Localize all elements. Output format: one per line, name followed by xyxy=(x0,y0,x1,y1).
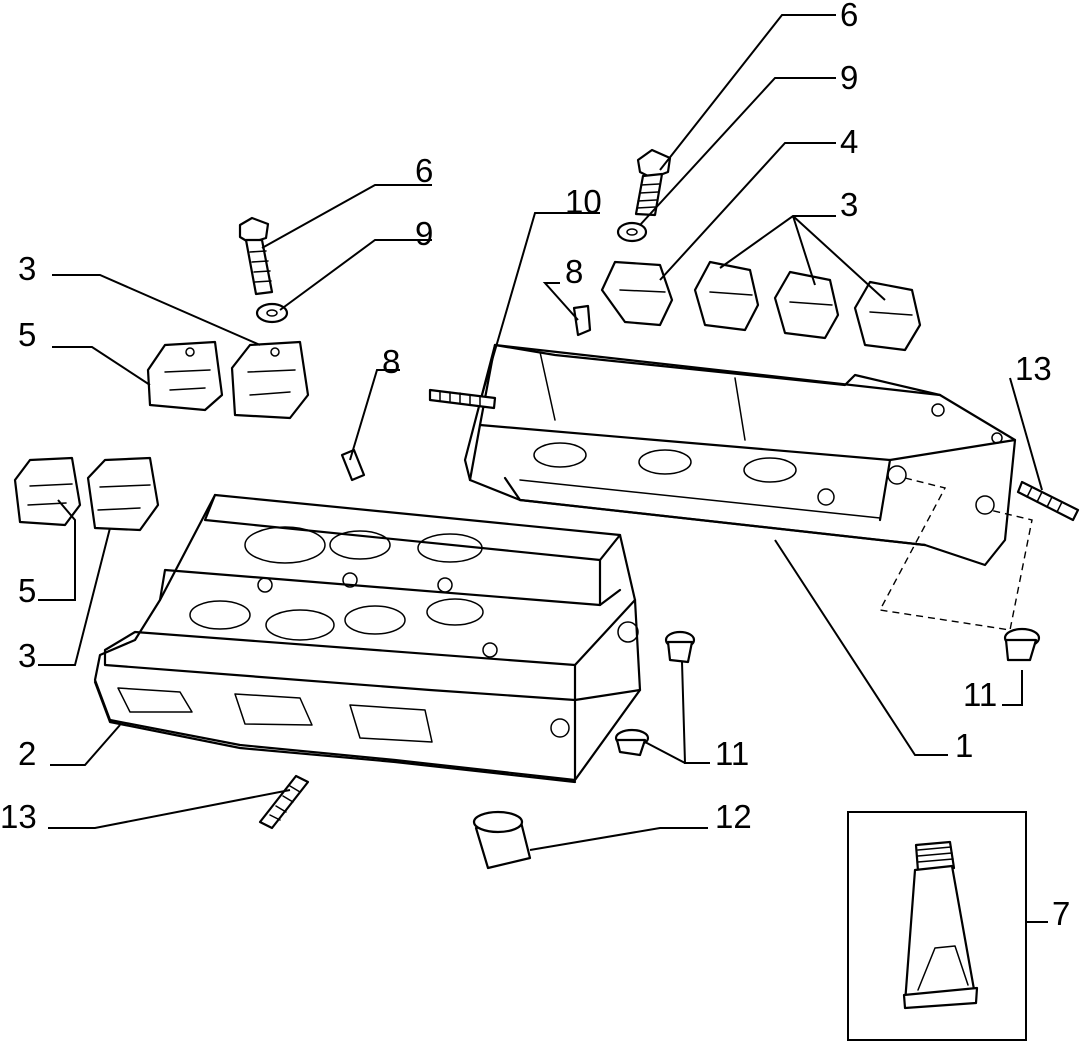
cap-left-rear xyxy=(230,340,310,420)
bolt-left xyxy=(238,216,274,296)
callout-13-right: 13 xyxy=(1015,350,1052,387)
stud-upper xyxy=(428,388,497,410)
callout-5-lower: 5 xyxy=(18,572,36,609)
sealant-tube xyxy=(902,840,979,1010)
washer-left xyxy=(255,302,289,324)
plug-center-upper xyxy=(664,630,696,664)
plug-center-lower xyxy=(614,728,650,757)
callout-11-right: 11 xyxy=(963,676,997,713)
dowel-upper xyxy=(572,304,592,337)
sleeve-part xyxy=(472,810,532,870)
callout-1: 1 xyxy=(955,727,973,764)
callout-3-upper-right: 3 xyxy=(840,186,858,223)
callout-6-left: 6 xyxy=(415,152,433,189)
sealant-inset-frame xyxy=(847,811,1027,1041)
plug-right xyxy=(1003,627,1041,662)
callout-9-upper: 9 xyxy=(840,59,858,96)
stud-lower xyxy=(258,774,310,830)
right-cylinder-head xyxy=(463,343,1017,567)
callout-4: 4 xyxy=(840,123,858,160)
cap-right-3b xyxy=(773,270,840,340)
callout-9-left: 9 xyxy=(415,215,433,252)
callout-13-lower: 13 xyxy=(0,798,37,835)
cap-right-3a xyxy=(693,260,760,332)
cap-lower-rear xyxy=(86,456,160,532)
leader-lines xyxy=(38,14,1048,923)
callout-2: 2 xyxy=(18,735,36,772)
callout-12: 12 xyxy=(715,798,752,835)
bolt-upper xyxy=(634,148,672,217)
dowel-left xyxy=(340,448,366,482)
cap-right-4 xyxy=(600,260,674,327)
callout-8-left: 8 xyxy=(382,343,400,380)
callout-labels: 6 9 4 10 3 8 6 9 3 5 8 13 5 3 11 2 11 1 … xyxy=(0,0,1070,932)
callout-3-lower: 3 xyxy=(18,637,36,674)
washer-upper xyxy=(616,221,648,243)
cap-left-front xyxy=(146,340,224,412)
stud-right xyxy=(1016,480,1080,522)
callout-5-upper: 5 xyxy=(18,316,36,353)
callout-10: 10 xyxy=(565,183,602,220)
callout-8-upper: 8 xyxy=(565,253,583,290)
callout-3-left: 3 xyxy=(18,250,36,287)
cap-right-3c xyxy=(853,280,922,352)
callout-6-upper: 6 xyxy=(840,0,858,33)
plug-position-outline xyxy=(878,477,1033,631)
callout-7: 7 xyxy=(1052,895,1070,932)
callout-11-center: 11 xyxy=(715,735,749,772)
left-cylinder-head xyxy=(93,493,642,784)
